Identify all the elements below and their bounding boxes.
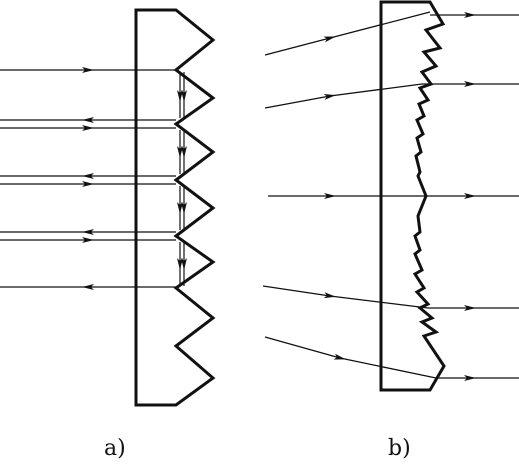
reflected-rays-a <box>0 117 176 290</box>
incident-rays-a <box>0 67 176 243</box>
ray-b-5-in <box>264 336 437 379</box>
internal-rays-a <box>177 72 187 286</box>
ray-b-2-in <box>264 83 423 109</box>
prism-plate-a <box>134 8 216 407</box>
fresnel-lens-b <box>379 0 446 392</box>
ray-b-1-in <box>264 11 431 56</box>
panel-b <box>262 0 519 392</box>
panel-a <box>0 8 216 407</box>
panel-label-b: b) <box>388 436 411 461</box>
rays-b <box>262 11 519 381</box>
panel-label-a: a) <box>104 436 126 461</box>
ray-b-4-in <box>262 285 429 309</box>
